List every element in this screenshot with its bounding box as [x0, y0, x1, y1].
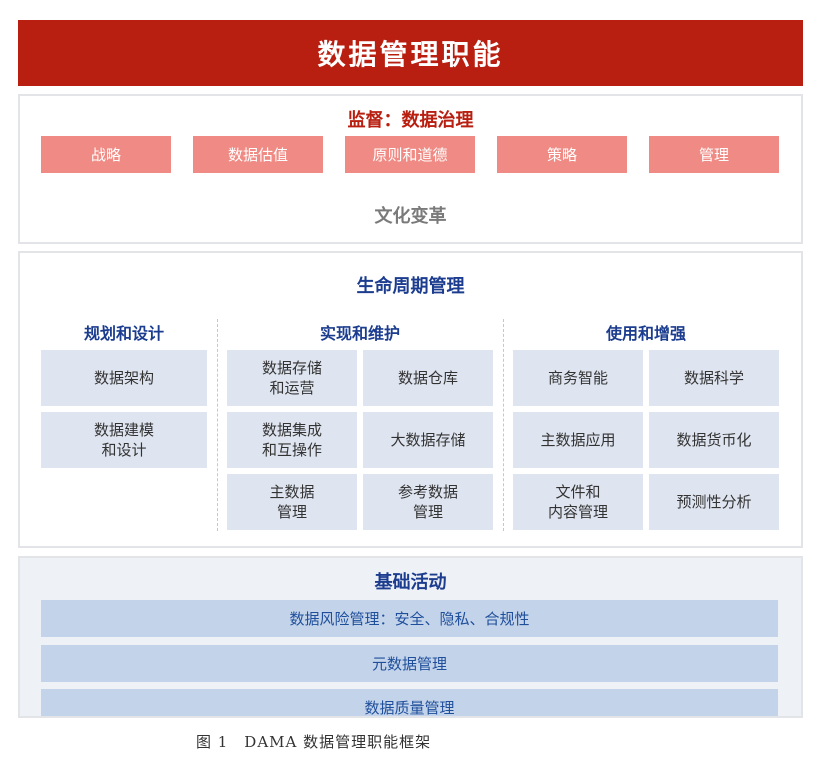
governance-item-ethics: 原则和道德 — [345, 136, 475, 173]
foundation-title: 基础活动 — [374, 572, 447, 593]
use-enhance-heading: 使用和增强 — [605, 324, 686, 343]
main-title: 数据管理职能 — [18, 20, 803, 86]
governance-panel: 监督：数据治理 战略 数据估值 原则和道德 策略 管理 文化变革 — [18, 94, 803, 244]
column-divider — [217, 319, 218, 531]
plan-design-heading: 规划和设计 — [83, 324, 164, 343]
cell-data-storage-ops: 数据存储 和运营 — [227, 350, 357, 406]
governance-item-policy: 策略 — [497, 136, 627, 173]
bar-data-quality-mgmt: 数据质量管理 — [41, 689, 778, 716]
cell-data-monetization: 数据货币化 — [649, 412, 779, 468]
implement-maintain-heading: 实现和维护 — [319, 324, 400, 343]
lifecycle-panel: 生命周期管理 规划和设计 实现和维护 使用和增强 数据架构 数据建模 和设计 数… — [18, 251, 803, 548]
bar-metadata-mgmt: 元数据管理 — [41, 645, 778, 682]
governance-item-valuation: 数据估值 — [193, 136, 323, 173]
figure-caption: 图 1 DAMA 数据管理职能框架 — [196, 733, 432, 751]
foundation-panel: 基础活动 数据风险管理：安全、隐私、合规性 元数据管理 数据质量管理 — [18, 556, 803, 718]
governance-title: 监督：数据治理 — [347, 110, 474, 131]
culture-change-label: 文化变革 — [374, 206, 447, 227]
cell-predictive-analytics: 预测性分析 — [649, 474, 779, 530]
governance-item-stewardship: 管理 — [649, 136, 779, 173]
cell-data-architecture: 数据架构 — [41, 350, 207, 406]
column-divider — [503, 319, 504, 531]
governance-item-strategy: 战略 — [41, 136, 171, 173]
cell-master-data-mgmt: 主数据 管理 — [227, 474, 357, 530]
cell-business-intelligence: 商务智能 — [513, 350, 643, 406]
cell-big-data-storage: 大数据存储 — [363, 412, 493, 468]
bar-data-risk-mgmt: 数据风险管理：安全、隐私、合规性 — [41, 600, 778, 637]
cell-data-warehouse: 数据仓库 — [363, 350, 493, 406]
cell-master-data-usage: 主数据应用 — [513, 412, 643, 468]
cell-document-content-mgmt: 文件和 内容管理 — [513, 474, 643, 530]
cell-reference-data-mgmt: 参考数据 管理 — [363, 474, 493, 530]
cell-data-science: 数据科学 — [649, 350, 779, 406]
cell-data-modeling: 数据建模 和设计 — [41, 412, 207, 468]
cell-data-integration: 数据集成 和互操作 — [227, 412, 357, 468]
lifecycle-title: 生命周期管理 — [356, 276, 465, 297]
